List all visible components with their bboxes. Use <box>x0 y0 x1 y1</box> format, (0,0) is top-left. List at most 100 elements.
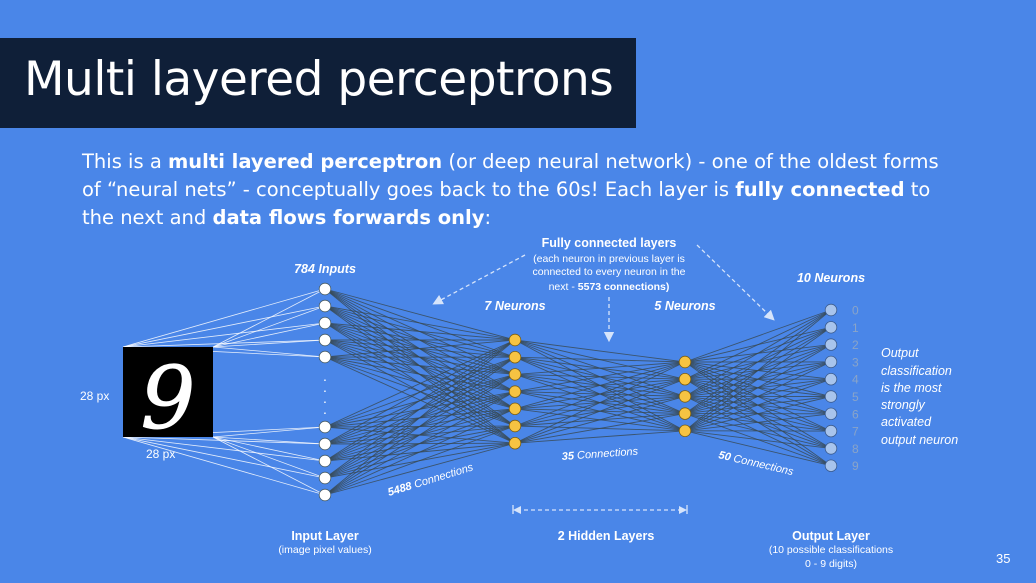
conn1-word: Connections <box>410 461 475 491</box>
hidden1-neuron <box>508 419 522 433</box>
bracket-left-arrowhead <box>513 506 521 514</box>
connection-edge <box>514 413 686 444</box>
input-neuron <box>318 488 332 502</box>
output-layer-title: Output Layer <box>792 529 870 543</box>
connection-edge <box>324 356 516 375</box>
connection-edge <box>684 309 832 363</box>
connection-edge <box>684 430 832 467</box>
conn2-label: 35 Connections <box>561 446 639 463</box>
connection-edge <box>324 288 516 341</box>
hidden1-neuron <box>508 402 522 416</box>
conn2-count: 35 <box>561 450 575 463</box>
connection-edge <box>684 309 832 414</box>
connection-edge <box>514 395 686 444</box>
output-neuron <box>824 321 838 334</box>
pixel-edge <box>212 436 326 496</box>
output-layer-subtitle-1: (10 possible classifications <box>769 544 893 556</box>
input-neuron <box>318 333 332 347</box>
connection-edge <box>324 374 516 496</box>
output-digit-label: 7 <box>852 425 859 439</box>
input-layer-title: Input Layer <box>291 529 359 543</box>
connection-edge <box>324 322 516 341</box>
output-digit-label: 2 <box>852 338 859 352</box>
slide-title: Multi layered perceptrons <box>24 52 614 107</box>
fully-connected-note-3-text: next - <box>549 281 578 293</box>
output-count-label: 10 Neurons <box>797 271 865 285</box>
connection-edge <box>324 425 516 496</box>
title-bar: Multi layered perceptrons <box>0 38 636 128</box>
connection-edge <box>684 309 832 380</box>
output-digit-label: 5 <box>852 390 859 404</box>
pixel-edge <box>122 339 326 348</box>
connection-edge <box>684 344 832 432</box>
input-neuron <box>318 471 332 485</box>
connection-edge <box>324 408 516 496</box>
hidden1-neuron <box>508 437 522 450</box>
output-layer-subtitle-2: 0 - 9 digits) <box>805 558 857 570</box>
input-neuron <box>318 316 332 330</box>
output-neuron <box>824 338 838 351</box>
output-note-line-1: Output <box>881 346 919 360</box>
input-neuron <box>318 437 332 451</box>
intro-segment: This is a <box>82 150 168 173</box>
ellipsis-dot: · <box>323 382 328 398</box>
intro-segment: data flows forwards only <box>212 206 485 229</box>
output-note-line-4: strongly <box>881 398 926 412</box>
pixel-edge <box>122 436 326 479</box>
bracket-right-arrowhead <box>679 506 687 514</box>
connection-edge <box>684 361 832 432</box>
connection-edge <box>324 305 516 341</box>
intro-segment: : <box>484 206 492 229</box>
annotation-arrows <box>432 244 775 514</box>
pixel-edge <box>212 436 326 462</box>
output-digit-label: 1 <box>852 321 859 335</box>
conn3-word: Connections <box>729 452 795 478</box>
intro-segment: to the next and <box>82 178 931 229</box>
arrow-to-layer3 <box>696 244 775 321</box>
hidden2-neuron <box>678 373 692 386</box>
connection-edge <box>514 378 686 444</box>
connection-edge <box>684 430 832 449</box>
input-neuron <box>318 454 332 468</box>
output-digit-label: 6 <box>852 407 859 421</box>
pixel-edge <box>212 436 326 479</box>
connection-edge <box>514 361 686 444</box>
hidden2-neuron <box>678 355 692 369</box>
input-ellipsis: ···· <box>323 371 328 420</box>
connection-edge <box>514 356 686 363</box>
conn3-count: 50 <box>717 449 732 464</box>
input-count-label: 784 Inputs <box>294 262 356 276</box>
connection-edge <box>684 309 832 432</box>
digit-image-glyph: 9 <box>141 349 196 449</box>
hidden1-neuron <box>508 351 522 364</box>
connection-edge <box>514 361 686 427</box>
output-note: Output classification is the most strong… <box>881 346 958 447</box>
intro-paragraph: This is a multi layered perceptron (or d… <box>82 148 952 232</box>
input-layer-subtitle: (image pixel values) <box>278 544 371 556</box>
connection-edge <box>324 339 516 496</box>
px-vertical-label: 28 px <box>80 389 109 403</box>
hidden2-neuron <box>678 407 692 420</box>
px-horizontal-label: 28 px <box>146 447 175 461</box>
connection-edge <box>684 396 832 432</box>
connection-edge <box>324 356 516 393</box>
connection-edge <box>514 430 686 444</box>
fully-connected-title: Fully connected layers <box>542 236 677 250</box>
output-note-line-6: output neuron <box>881 433 958 447</box>
pixel-edge <box>122 288 326 348</box>
connection-edge <box>324 356 516 496</box>
hidden1-neuron <box>508 333 522 347</box>
fully-connected-note-1: (each neuron in previous layer is <box>533 253 685 265</box>
output-digit-label: 0 <box>852 304 859 318</box>
connection-edge <box>324 442 516 496</box>
output-note-line-5: activated <box>881 415 932 429</box>
connection-edge <box>514 361 686 410</box>
hidden-layers-title: 2 Hidden Layers <box>558 529 655 543</box>
output-note-line-2: classification <box>881 364 952 378</box>
output-neuron <box>824 390 838 403</box>
output-neuron <box>824 303 838 317</box>
page-number: 35 <box>996 551 1011 566</box>
fully-connected-note-3: next - 5573 connections) <box>549 281 670 293</box>
